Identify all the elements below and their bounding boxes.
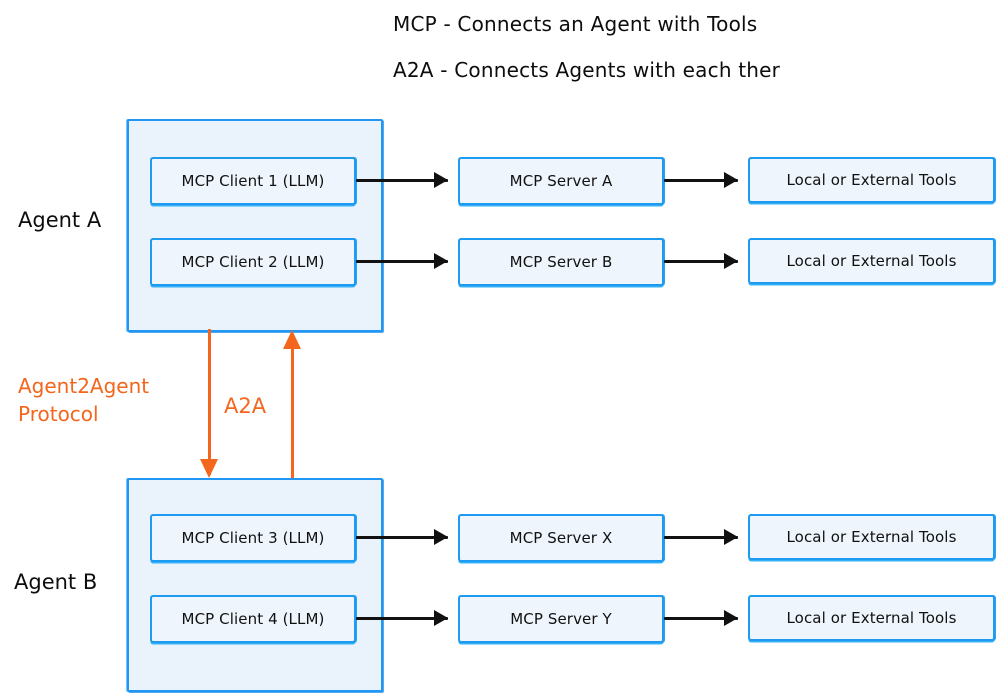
mcp-server-a-label: MCP Server A xyxy=(509,172,613,190)
mcp-client-1-label: MCP Client 1 (LLM) xyxy=(181,172,325,190)
mcp-server-y-label: MCP Server Y xyxy=(510,610,612,628)
arrow-head-server-a-to-tools-icon xyxy=(724,172,738,188)
mcp-server-b-box[interactable]: MCP Server B xyxy=(458,238,664,286)
agent-b-container xyxy=(127,478,383,692)
mcp-client-2-box[interactable]: MCP Client 2 (LLM) xyxy=(150,238,356,286)
arrow-server-b-to-tools xyxy=(664,260,738,263)
mcp-client-3-label: MCP Client 3 (LLM) xyxy=(181,529,325,547)
note-a2a-definition: A2A - Connects Agents with each ther xyxy=(393,58,781,82)
arrow-server-x-to-tools xyxy=(664,536,738,539)
a2a-arrow-up-head-icon xyxy=(283,330,301,349)
tools-box-y[interactable]: Local or External Tools xyxy=(748,595,995,641)
arrow-head-client1-to-server-a-icon xyxy=(434,172,448,188)
arrow-head-server-x-to-tools-icon xyxy=(724,529,738,545)
a2a-arrow-up-shaft xyxy=(291,345,294,478)
a2a-arrow-down-head-icon xyxy=(200,459,218,478)
arrow-head-server-y-to-tools-icon xyxy=(724,610,738,626)
mcp-server-a-box[interactable]: MCP Server A xyxy=(458,157,664,205)
arrow-head-client4-to-server-y-icon xyxy=(434,610,448,626)
mcp-client-4-box[interactable]: MCP Client 4 (LLM) xyxy=(150,595,356,643)
arrow-client2-to-server-b xyxy=(356,260,448,263)
arrow-server-a-to-tools xyxy=(664,179,738,182)
mcp-server-x-box[interactable]: MCP Server X xyxy=(458,514,664,562)
tools-label-a: Local or External Tools xyxy=(786,171,957,189)
arrow-client4-to-server-y xyxy=(356,617,448,620)
arrow-client1-to-server-a xyxy=(356,179,448,182)
tools-label-y: Local or External Tools xyxy=(786,609,957,627)
mcp-client-3-box[interactable]: MCP Client 3 (LLM) xyxy=(150,514,356,562)
arrow-head-server-b-to-tools-icon xyxy=(724,253,738,269)
mcp-client-2-label: MCP Client 2 (LLM) xyxy=(181,253,325,271)
agent-b-label: Agent B xyxy=(14,570,98,594)
tools-box-a[interactable]: Local or External Tools xyxy=(748,157,995,203)
note-mcp-definition: MCP - Connects an Agent with Tools xyxy=(393,12,758,36)
agent-a-container xyxy=(127,119,383,332)
arrow-server-y-to-tools xyxy=(664,617,738,620)
arrow-head-client2-to-server-b-icon xyxy=(434,253,448,269)
tools-label-b: Local or External Tools xyxy=(786,252,957,270)
arrow-client3-to-server-x xyxy=(356,536,448,539)
mcp-server-b-label: MCP Server B xyxy=(509,253,613,271)
agent-a-label: Agent A xyxy=(18,208,102,232)
tools-box-x[interactable]: Local or External Tools xyxy=(748,514,995,560)
arrow-head-client3-to-server-x-icon xyxy=(434,529,448,545)
tools-box-b[interactable]: Local or External Tools xyxy=(748,238,995,284)
a2a-arrow-down-shaft xyxy=(208,329,211,475)
a2a-inline-label: A2A xyxy=(224,394,267,418)
tools-label-x: Local or External Tools xyxy=(786,528,957,546)
mcp-server-y-box[interactable]: MCP Server Y xyxy=(458,595,664,643)
mcp-client-4-label: MCP Client 4 (LLM) xyxy=(181,610,325,628)
agent2agent-protocol-label: Agent2Agent Protocol xyxy=(18,374,150,426)
mcp-client-1-box[interactable]: MCP Client 1 (LLM) xyxy=(150,157,356,205)
mcp-server-x-label: MCP Server X xyxy=(509,529,613,547)
